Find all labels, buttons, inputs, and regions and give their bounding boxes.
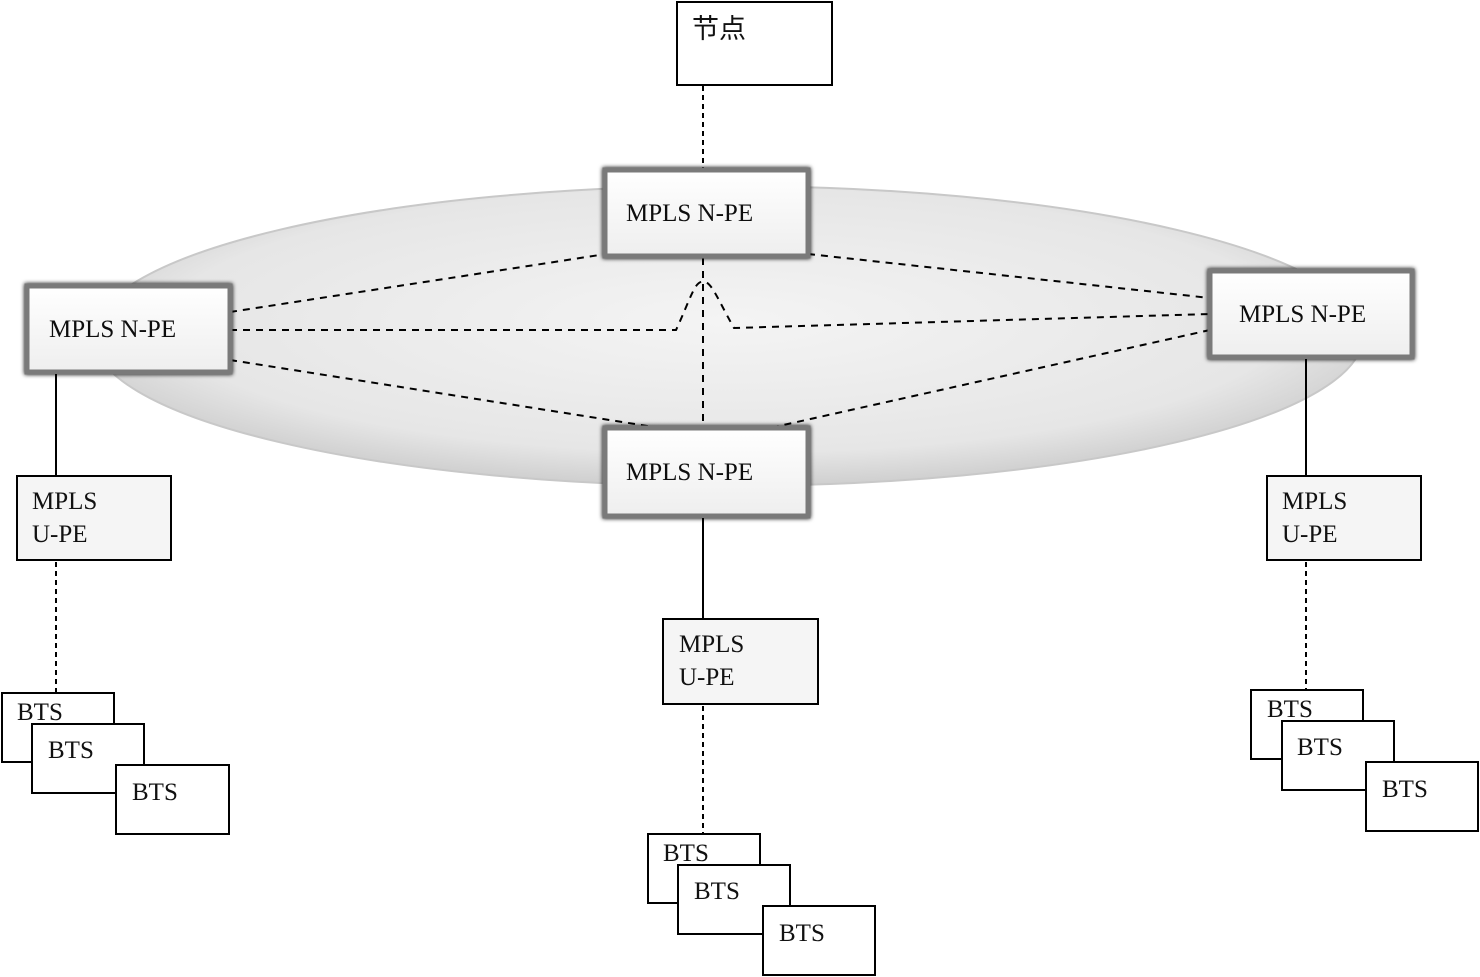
bts-center-2-label: BTS bbox=[694, 878, 740, 905]
link-right-bottom bbox=[769, 329, 1211, 429]
upe-center-line2: U-PE bbox=[679, 664, 735, 691]
bts-stack-right: BTS BTS BTS bbox=[1250, 689, 1479, 832]
upe-right: MPLS U-PE bbox=[1266, 475, 1422, 561]
bts-right-1-label: BTS bbox=[1267, 696, 1313, 723]
upe-center: MPLS U-PE bbox=[662, 618, 819, 705]
bts-left-3-label: BTS bbox=[132, 779, 178, 806]
upe-left-line1: MPLS bbox=[32, 488, 97, 515]
upe-left-line2: U-PE bbox=[32, 521, 88, 548]
npe-right-label: MPLS N-PE bbox=[1239, 301, 1366, 328]
bts-right-2-label: BTS bbox=[1297, 734, 1343, 761]
npe-bottom: MPLS N-PE bbox=[602, 425, 811, 519]
bts-left-2-label: BTS bbox=[48, 737, 94, 764]
bts-center-3-label: BTS bbox=[779, 920, 825, 947]
npe-left: MPLS N-PE bbox=[24, 283, 233, 375]
bts-right-3-label: BTS bbox=[1382, 776, 1428, 803]
upe-right-line1: MPLS bbox=[1282, 488, 1347, 515]
node-label: 节点 bbox=[692, 14, 746, 45]
npe-bottom-label: MPLS N-PE bbox=[626, 459, 753, 486]
npe-left-label: MPLS N-PE bbox=[49, 316, 176, 343]
link-top-right bbox=[807, 253, 1211, 299]
bts-stack-center: BTS BTS BTS bbox=[647, 833, 876, 976]
bts-center-1-label: BTS bbox=[663, 840, 709, 867]
npe-right: MPLS N-PE bbox=[1207, 268, 1415, 360]
npe-top: MPLS N-PE bbox=[602, 167, 811, 259]
bts-left-1-label: BTS bbox=[17, 699, 63, 726]
ring-links bbox=[229, 253, 1211, 429]
npe-top-label: MPLS N-PE bbox=[626, 200, 753, 227]
node-box: 节点 bbox=[676, 1, 833, 86]
link-left-top bbox=[229, 253, 607, 313]
upe-center-line1: MPLS bbox=[679, 631, 744, 658]
bts-stack-left: BTS BTS BTS bbox=[1, 692, 230, 835]
upe-right-line2: U-PE bbox=[1282, 521, 1338, 548]
upe-left: MPLS U-PE bbox=[16, 475, 172, 561]
